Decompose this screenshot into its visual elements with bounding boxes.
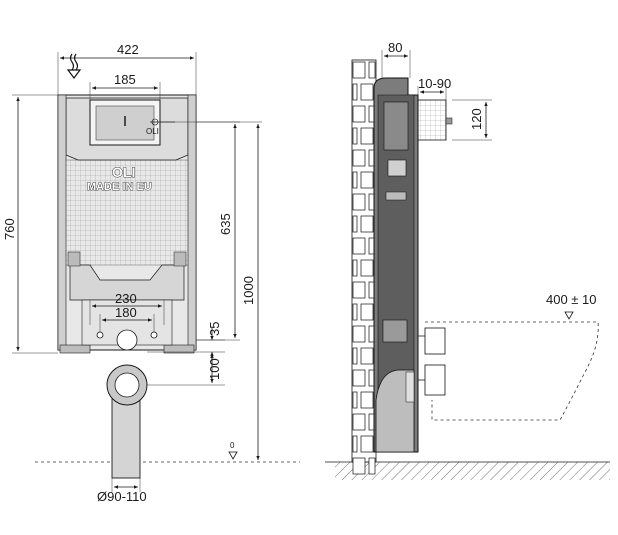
brick — [352, 127, 358, 145]
dim-35: 35 — [207, 322, 222, 336]
brick — [360, 171, 374, 189]
brick — [352, 149, 366, 167]
brick — [352, 259, 358, 277]
brick — [360, 303, 374, 321]
dim-plate-height: 120 — [469, 108, 484, 130]
dim-adjust-range: 10-90 — [418, 76, 451, 91]
brick — [352, 193, 366, 211]
brick — [352, 369, 366, 387]
drain-pipe — [106, 329, 148, 479]
brick-wall — [351, 59, 377, 475]
made-in-label: MADE IN EU — [87, 181, 152, 193]
dim-width-total: 422 — [117, 42, 139, 57]
dim-bolt-outer: 230 — [115, 291, 137, 306]
dim-height-total: 760 — [2, 218, 17, 240]
brick — [352, 83, 358, 101]
actuator-side — [417, 99, 453, 141]
brick — [352, 325, 366, 343]
brick — [352, 171, 358, 189]
brick — [352, 215, 358, 233]
brick — [352, 457, 366, 475]
dim-height-actuator: 635 — [218, 213, 233, 235]
dim-width-plate: 185 — [114, 72, 136, 87]
dim-bolt-inner: 180 — [115, 305, 137, 320]
dim-drain-diameter: Ø90-110 — [97, 489, 147, 504]
small-logo: OLI — [146, 127, 159, 136]
brick — [360, 83, 374, 101]
brick — [352, 105, 366, 123]
brick — [360, 127, 374, 145]
brick — [360, 347, 374, 365]
brick — [352, 347, 358, 365]
side-view: 80 10-90 120 400 ± 10 — [325, 40, 610, 480]
dim-depth: 80 — [388, 40, 402, 55]
brick — [360, 435, 374, 453]
brick — [360, 215, 374, 233]
brand-logo: OLI — [112, 164, 135, 180]
brick — [352, 391, 358, 409]
toilet-bowl-outline — [418, 321, 599, 421]
front-view: OLI OLI MADE IN EU 422 185 760 — [2, 42, 300, 504]
brick — [368, 61, 376, 79]
brick — [368, 457, 376, 475]
brick — [360, 391, 374, 409]
brick — [360, 259, 374, 277]
floor-level-label: 0 — [230, 441, 235, 450]
brick — [352, 281, 366, 299]
brick — [352, 435, 358, 453]
brick — [352, 61, 366, 79]
dim-bowl-height: 400 ± 10 — [546, 292, 597, 307]
actuator-plate — [89, 99, 175, 146]
brick — [352, 237, 366, 255]
frame-profile — [373, 77, 419, 453]
brick — [352, 413, 366, 431]
dim-100: 100 — [207, 358, 222, 380]
dim-height-frame: 1000 — [241, 276, 256, 305]
brick — [352, 303, 358, 321]
